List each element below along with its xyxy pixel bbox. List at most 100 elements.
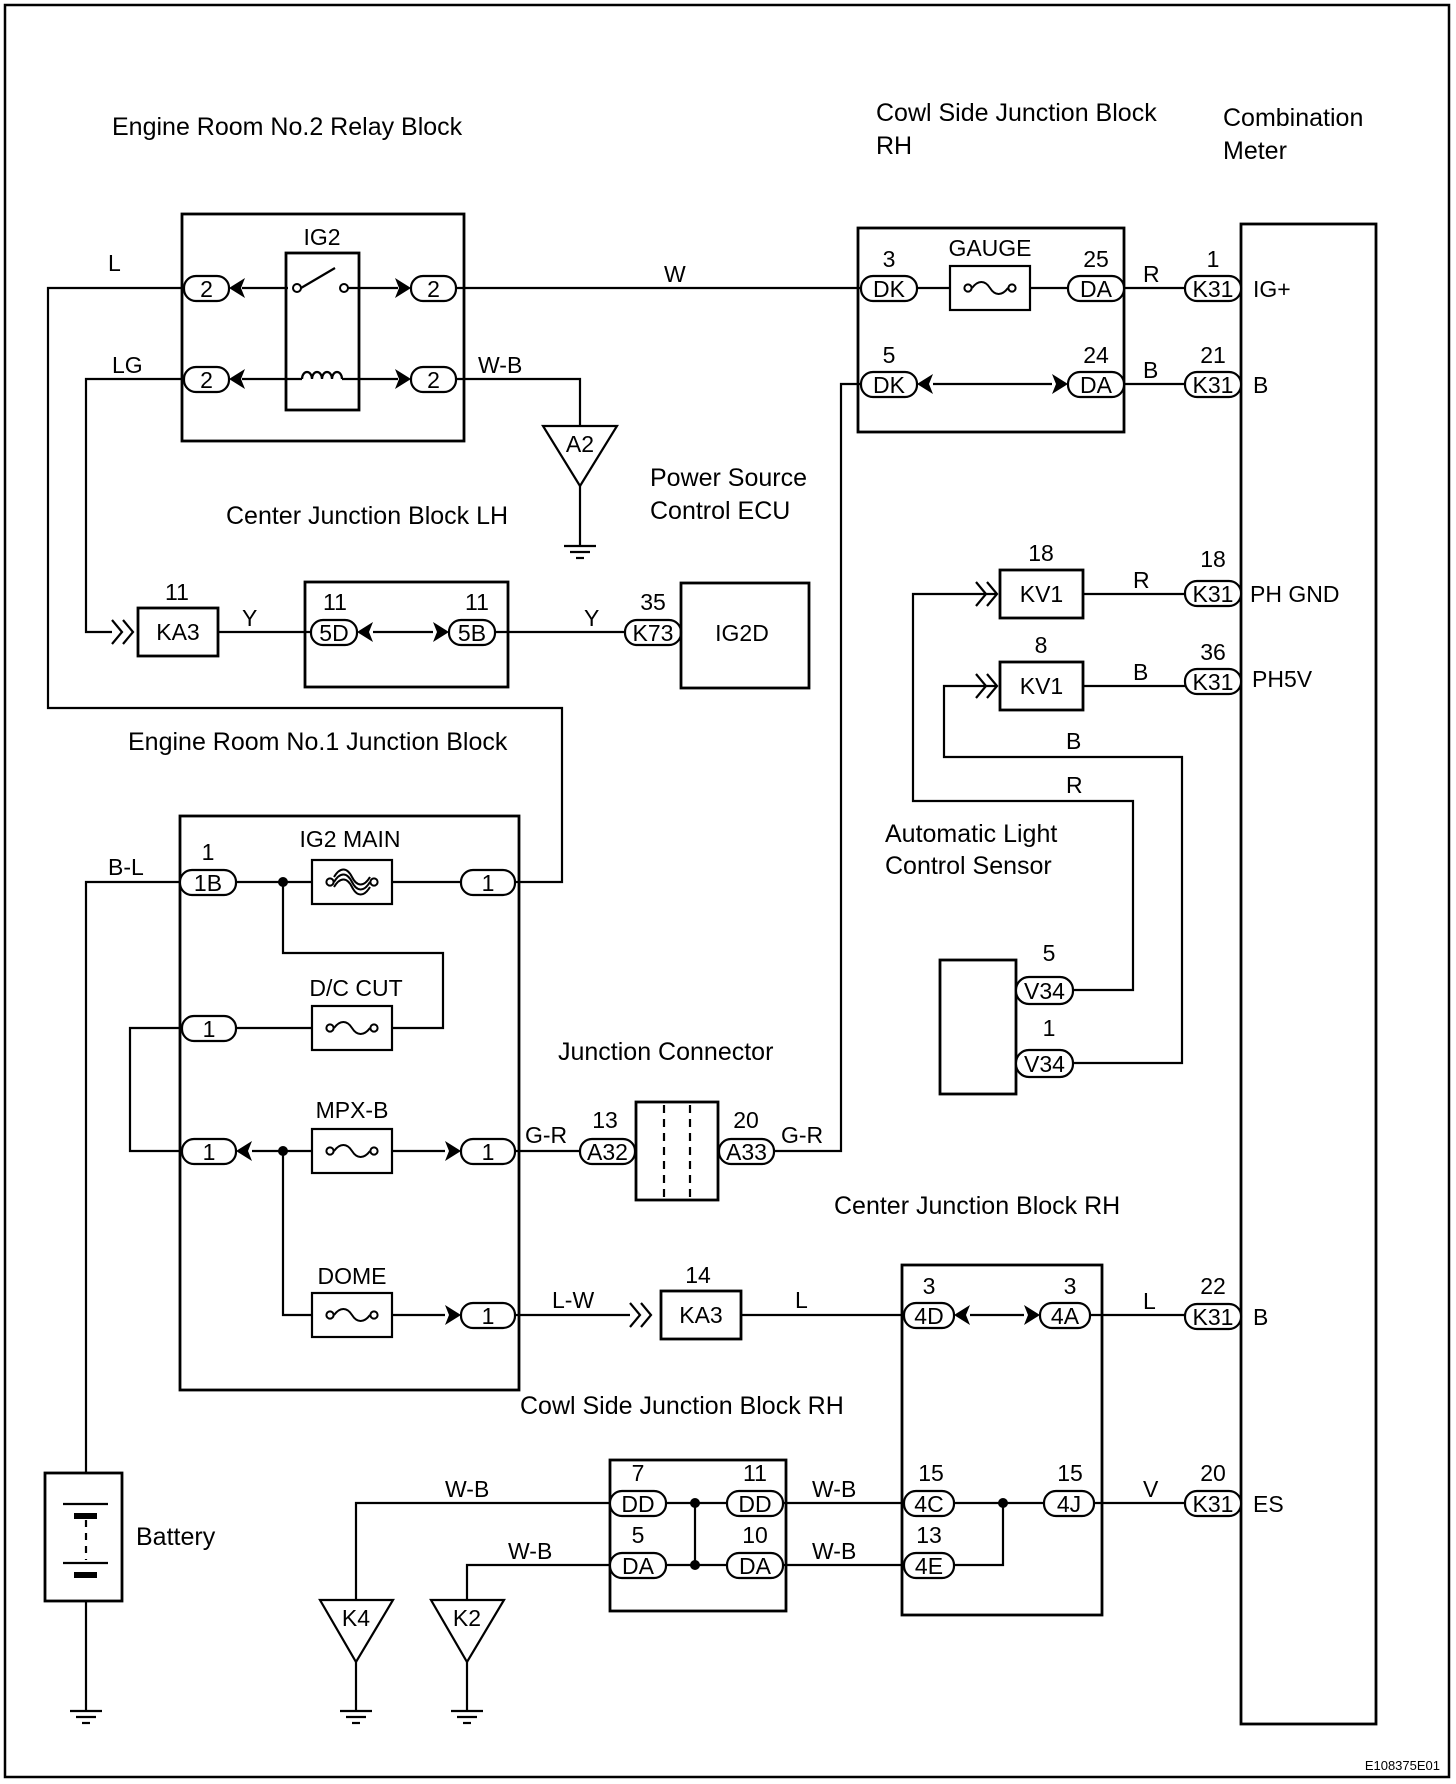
cjb-lh-conn-5B: 5B: [458, 620, 486, 646]
cowl-b-conn-DA-5: DA: [622, 1553, 655, 1579]
wire-color-WB-1: W-B: [478, 352, 522, 378]
meter-conn-K31-20: K31: [1193, 1491, 1234, 1517]
ig2-main-label: IG2 MAIN: [300, 826, 401, 852]
meter-conn-K31-1: K31: [1193, 276, 1234, 302]
erjb-conn-1-dome: 1: [482, 1303, 495, 1329]
meter-conn-K31-36: K31: [1193, 669, 1234, 695]
pin-1-1b: 1: [202, 839, 215, 865]
cowl-side-jb-bottom-label: Cowl Side Junction Block RH: [520, 1392, 844, 1420]
erjb-conn-1-dc: 1: [203, 1016, 216, 1042]
power-source-ecu-label: Power Source: [650, 464, 807, 492]
wire-color-Y-1: Y: [242, 605, 257, 631]
cowl-b-conn-DD-11: DD: [738, 1491, 771, 1517]
erjb-conn-1-mpx-left: 1: [203, 1139, 216, 1165]
wire-color-W: W: [664, 261, 686, 287]
wire-color-B-3: B: [1066, 728, 1081, 754]
ig2-relay-box: [284, 251, 361, 412]
pin-11-ka3: 11: [165, 579, 189, 605]
ground-A2-label: A2: [566, 431, 594, 457]
meter-terminal-phgnd: PH GND: [1250, 581, 1339, 607]
pin-20-a33: 20: [733, 1107, 759, 1133]
pin-11-dd: 11: [743, 1460, 767, 1486]
pin-24-da: 24: [1083, 342, 1109, 368]
engine-room-jb1-box: [178, 814, 521, 1392]
wire-color-BL: B-L: [108, 854, 144, 880]
ka3-11-label: KA3: [156, 619, 199, 645]
pin-13-a32: 13: [592, 1107, 618, 1133]
cjb-rh-conn-4C: 4C: [914, 1491, 943, 1517]
pin-3-4d: 3: [923, 1273, 936, 1299]
junction-connector-box: [634, 1100, 720, 1202]
gauge-fuse-label: GAUGE: [948, 235, 1031, 261]
center-jb-lh-box: [303, 580, 510, 689]
wire-color-WB-5: W-B: [508, 1538, 552, 1564]
meter-terminal-b2: B: [1253, 1304, 1268, 1330]
pin-1-v34: 1: [1043, 1015, 1056, 1041]
pin-25-da: 25: [1083, 246, 1109, 272]
wire-color-V: V: [1143, 1476, 1159, 1502]
wire-color-WB-3: W-B: [812, 1538, 856, 1564]
pin-11-5b: 11: [465, 589, 489, 615]
jc-conn-A32: A32: [587, 1139, 628, 1165]
cowl-b-conn-DD-7: DD: [621, 1491, 654, 1517]
combination-meter-label-2: Meter: [1223, 137, 1287, 165]
diagram-code: E108375E01: [1365, 1758, 1440, 1773]
cjb-rh-conn-4A: 4A: [1051, 1303, 1080, 1329]
center-jb-rh-label: Center Junction Block RH: [834, 1192, 1120, 1220]
ecu-conn-K73: K73: [633, 620, 674, 646]
cjb-rh-conn-4E: 4E: [915, 1553, 943, 1579]
cjb-lh-conn-5D: 5D: [319, 620, 348, 646]
wire-color-LW: L-W: [552, 1287, 594, 1313]
meter-conn-K31-21: K31: [1193, 372, 1234, 398]
engine-room-jb1-label: Engine Room No.1 Junction Block: [128, 728, 508, 756]
pin-11-5d: 11: [323, 589, 347, 615]
meter-terminal-igp: IG+: [1253, 276, 1291, 302]
power-source-ecu-label-2: Control ECU: [650, 497, 790, 525]
pin-20-k31: 20: [1200, 1460, 1226, 1486]
pin-18-k31: 18: [1200, 546, 1226, 572]
cowl-conn-DK-5: DK: [873, 372, 906, 398]
kv1-8-label: KV1: [1020, 673, 1063, 699]
meter-conn-K31-18: K31: [1193, 581, 1234, 607]
relay-conn-right-bot: 2: [427, 367, 440, 393]
engine-room-relay-block-label: Engine Room No.2 Relay Block: [112, 113, 463, 141]
pin-22-k31: 22: [1200, 1273, 1226, 1299]
cjb-rh-conn-4D: 4D: [914, 1303, 943, 1329]
wire-color-GR-1: G-R: [525, 1122, 567, 1148]
wire-color-L-3: L: [1143, 1288, 1156, 1314]
wire-color-WB-4: W-B: [445, 1476, 489, 1502]
wire-color-L-2: L: [795, 1287, 808, 1313]
diagram-frame: [3, 3, 1451, 1779]
ground-K4-label: K4: [342, 1605, 370, 1631]
pin-15-4j: 15: [1057, 1460, 1083, 1486]
pin-1-k31: 1: [1207, 246, 1220, 272]
pin-35-k73: 35: [640, 589, 666, 615]
cowl-b-conn-DA-10: DA: [739, 1553, 772, 1579]
battery-label: Battery: [136, 1523, 216, 1551]
pin-10-da: 10: [742, 1522, 768, 1548]
meter-terminal-ph5v: PH5V: [1252, 666, 1313, 692]
wire-color-R-3: R: [1066, 772, 1083, 798]
wire-color-R-2: R: [1133, 567, 1150, 593]
cowl-conn-DA-24: DA: [1080, 372, 1113, 398]
combination-meter-label: Combination: [1223, 104, 1363, 132]
power-source-ecu-box: [679, 581, 811, 690]
meter-conn-K31-22: K31: [1193, 1304, 1234, 1330]
pin-8-kv1: 8: [1035, 632, 1048, 658]
mpxb-label: MPX-B: [316, 1097, 389, 1123]
pin-14-ka3: 14: [685, 1262, 711, 1288]
relay-conn-left-top: 2: [200, 276, 213, 302]
cowl-side-jb-top-label: Cowl Side Junction Block: [876, 99, 1157, 127]
cowl-conn-DK-3: DK: [873, 276, 906, 302]
cowl-side-jb-top-box: [856, 226, 1126, 434]
meter-terminal-es: ES: [1253, 1491, 1284, 1517]
cowl-side-jb-bottom-box: [608, 1458, 788, 1613]
wire-color-R-1: R: [1143, 261, 1160, 287]
wire-color-GR-2: G-R: [781, 1122, 823, 1148]
automatic-light-sensor-label-2: Control Sensor: [885, 852, 1052, 880]
relay-conn-right-top: 2: [427, 276, 440, 302]
pin-3-4a: 3: [1064, 1273, 1077, 1299]
cowl-side-jb-top-label-rh: RH: [876, 132, 912, 160]
pin-3-dk: 3: [883, 246, 896, 272]
pin-18-kv1: 18: [1028, 540, 1054, 566]
